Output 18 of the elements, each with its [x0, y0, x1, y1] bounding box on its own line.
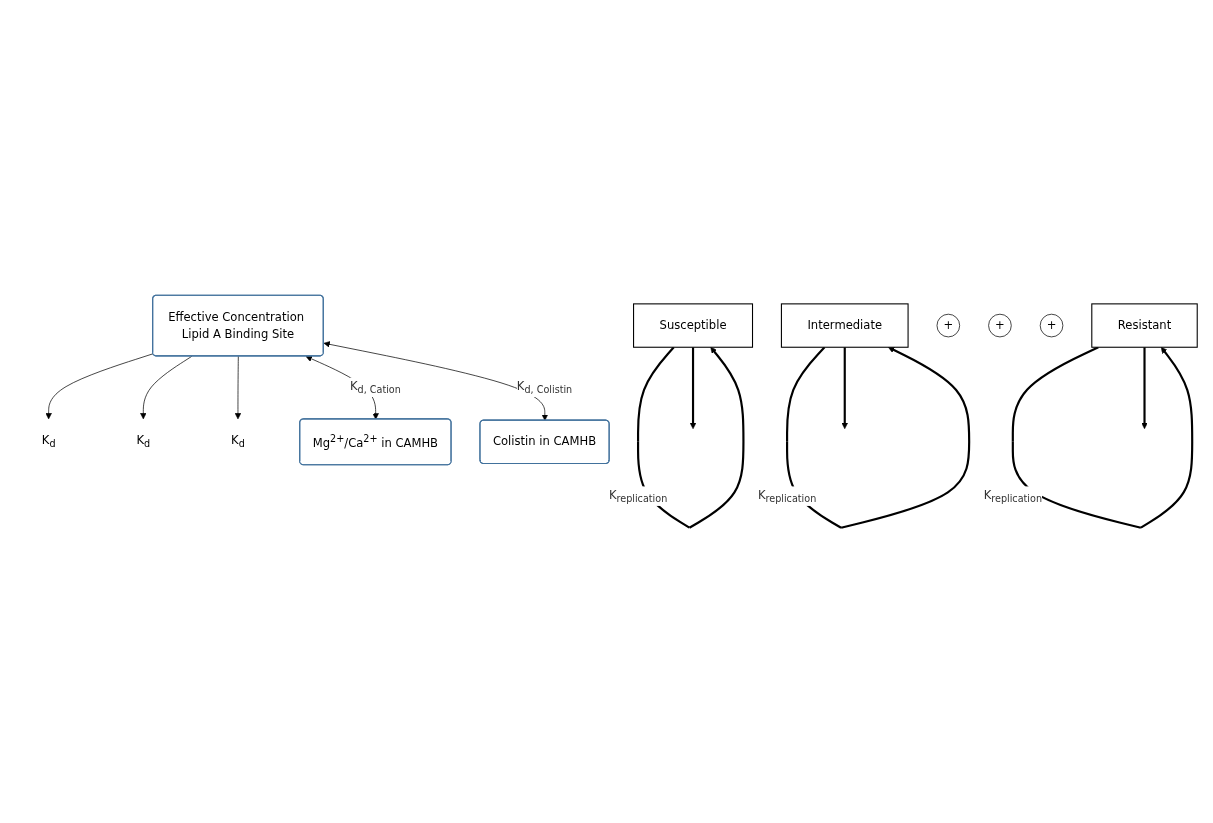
- node-circle: +: [1039, 313, 1064, 338]
- edge-label: K$_{d, Colistin}$: [516, 379, 573, 396]
- arrow: [841, 347, 848, 430]
- edge-label: K$_{d, Cation}$: [349, 379, 401, 396]
- node-box: Susceptible: [633, 303, 754, 348]
- node-circle: +: [936, 313, 961, 338]
- node-text: K$_{d}$: [231, 433, 245, 450]
- edge-label: K$_{replication}$: [608, 487, 668, 504]
- node-text: K$_{d}$: [136, 433, 151, 450]
- edge-label: K$_{replication}$: [983, 487, 1043, 504]
- node-box: Resistant: [1091, 303, 1198, 348]
- arrow: [1141, 347, 1148, 430]
- arrow: [689, 347, 697, 430]
- arrow: [1011, 346, 1194, 529]
- node-box: Intermediate: [780, 303, 909, 348]
- edge-label: K$_{replication}$: [757, 487, 817, 504]
- node-text: K$_{d}$: [41, 433, 56, 450]
- node-circle: +: [988, 313, 1012, 338]
